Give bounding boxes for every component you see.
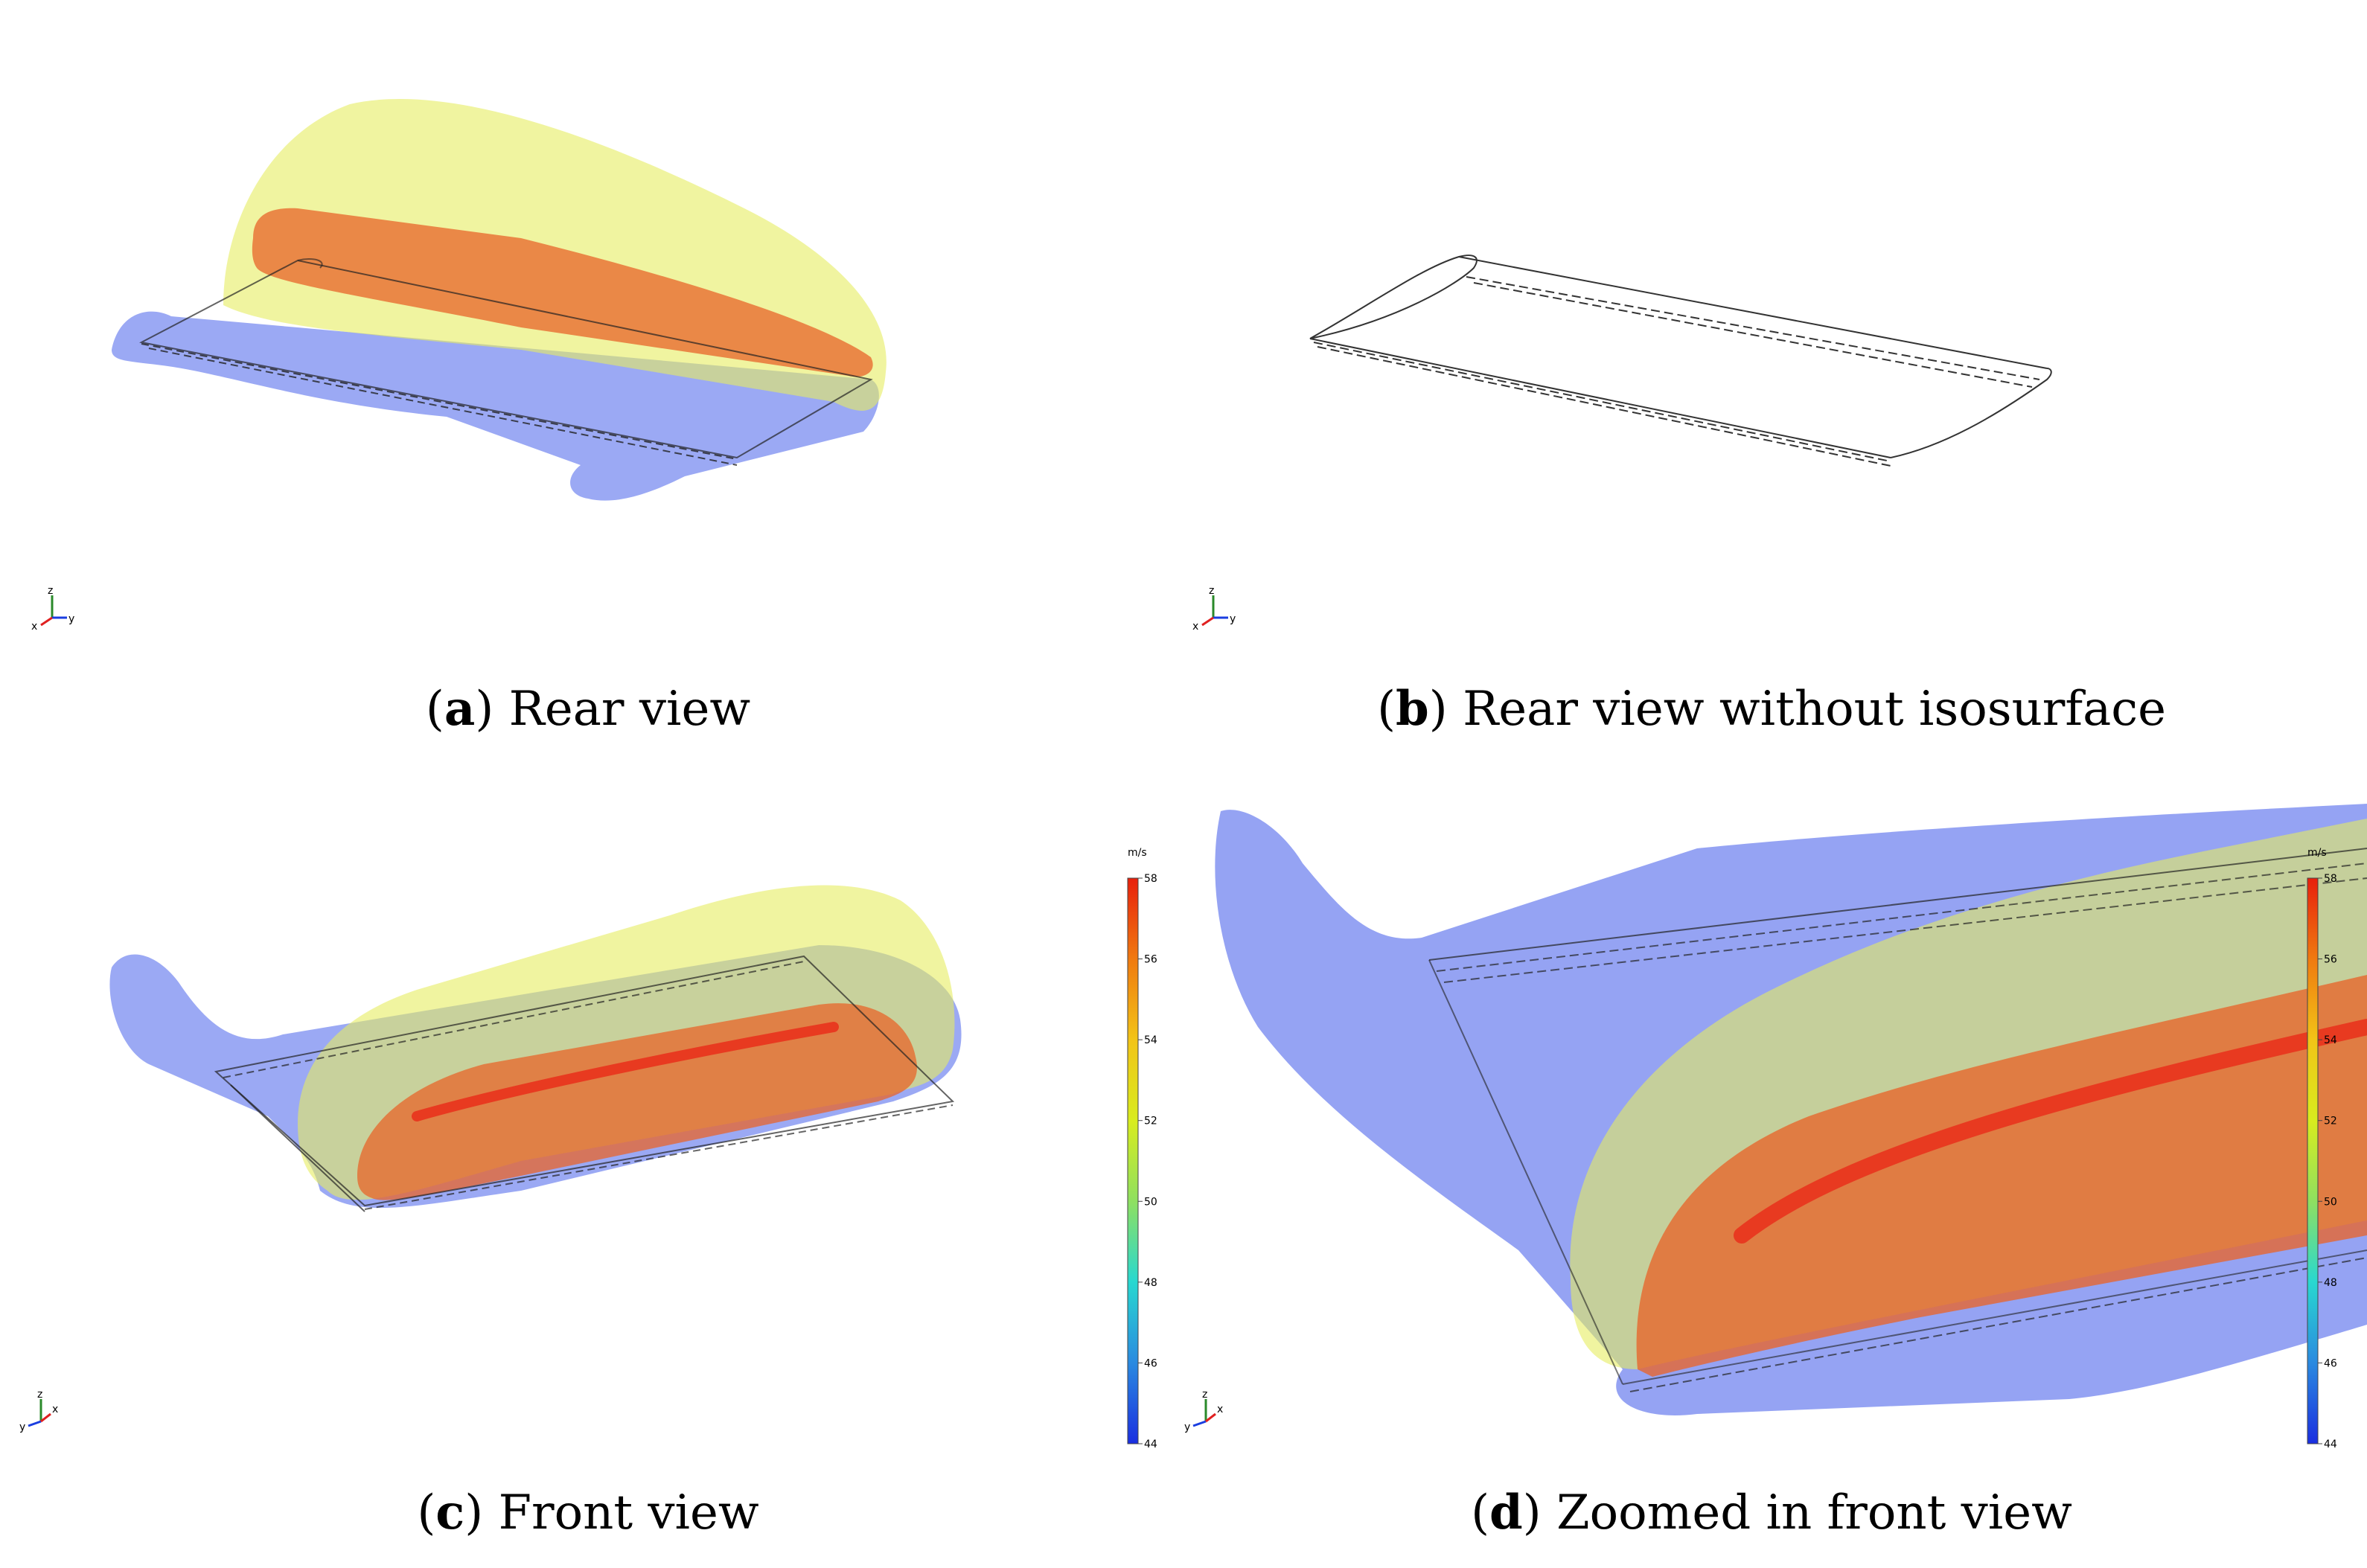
colorbar-tick-label: 44 xyxy=(1144,1439,1157,1450)
triad-x-label: x xyxy=(31,621,37,633)
colorbar-tick-label: 54 xyxy=(2324,1034,2337,1046)
panel-d-zoomed-front-view: m/s 58 56 54 52 50 48 46 44 z y x xyxy=(1184,804,2367,1450)
isosurface-low-velocity xyxy=(112,311,879,501)
colorbar-gradient xyxy=(1127,877,1139,1444)
colorbar-gradient xyxy=(2307,877,2319,1444)
caption-c: (c) Front view xyxy=(417,1485,759,1540)
axis-triad: z y x xyxy=(31,585,74,633)
triad-x-label: x xyxy=(1192,621,1198,633)
triad-y-label: y xyxy=(1230,613,1236,625)
isosurface-high-velocity xyxy=(357,1003,917,1200)
high-velocity-streak xyxy=(412,1022,839,1121)
caption-c-text: Front view xyxy=(498,1485,759,1540)
caption-c-letter: c xyxy=(435,1485,465,1540)
caption-d-letter: d xyxy=(1489,1485,1523,1540)
triad-y-label: y xyxy=(19,1421,25,1433)
colorbar-tick-label: 48 xyxy=(1144,1277,1157,1289)
colorbar-tick-label: 56 xyxy=(2324,954,2337,966)
caption-b-text: Rear view without isosurface xyxy=(1463,682,2166,737)
colorbar-overlay: m/s 58 56 54 52 50 48 46 44 xyxy=(2307,847,2337,1450)
colorbar-tick-label: 44 xyxy=(2324,1439,2337,1450)
high-velocity-streak xyxy=(1734,1019,2367,1244)
caption-a: (a) Rear view xyxy=(425,681,751,737)
caption-a-letter: a xyxy=(444,681,476,737)
caption-a-text: Rear view xyxy=(508,682,751,737)
colorbar-tick-label: 58 xyxy=(1144,873,1157,885)
caption-b-letter: b xyxy=(1396,681,1429,737)
triad-z-label: z xyxy=(48,585,53,597)
colorbar-tick-label: 56 xyxy=(1144,954,1157,966)
wing-wireframe xyxy=(1309,255,2052,467)
triad-z-label: z xyxy=(1209,585,1214,597)
colorbar: m/s 58 56 54 52 50 48 46 44 xyxy=(1127,847,1157,1450)
axis-triad: z y x xyxy=(1184,1389,1223,1433)
colorbar-tick-label: 50 xyxy=(1144,1196,1157,1208)
colorbar-tick-label: 58 xyxy=(2324,873,2337,885)
triad-x-label: x xyxy=(52,1404,58,1415)
colorbar-tick-label: 54 xyxy=(1144,1034,1157,1046)
colorbar-unit: m/s xyxy=(2307,847,2327,859)
panel-c-front-view: z y x xyxy=(19,885,962,1433)
triad-z-label: z xyxy=(1202,1389,1207,1401)
colorbar-unit: m/s xyxy=(1128,847,1147,859)
panel-a-rear-view: z y x xyxy=(31,98,887,633)
wing-wireframe xyxy=(1428,848,2367,1392)
axis-triad: z y x xyxy=(1192,585,1236,633)
wing-wireframe xyxy=(139,258,873,466)
panel-c-colorbar-holder: m/s 58 56 54 52 50 48 46 44 xyxy=(1127,847,1157,1450)
colorbar-tick-label: 50 xyxy=(2324,1196,2337,1208)
colorbar-tick-label: 48 xyxy=(2324,1277,2337,1289)
caption-d: (d) Zoomed in front view xyxy=(1471,1485,2072,1540)
triad-x-label: x xyxy=(1217,1404,1223,1415)
caption-d-text: Zoomed in front view xyxy=(1556,1485,2072,1540)
colorbar-tick-label: 46 xyxy=(2324,1357,2337,1369)
triad-z-label: z xyxy=(37,1389,42,1401)
colorbar-tick-label: 52 xyxy=(2324,1116,2337,1127)
isosurface-high-velocity xyxy=(252,208,873,377)
triad-y-label: y xyxy=(68,613,74,625)
colorbar-tick-label: 46 xyxy=(1144,1357,1157,1369)
axis-triad: z y x xyxy=(19,1389,58,1433)
colorbar-tick-label: 52 xyxy=(1144,1116,1157,1127)
wing-wireframe xyxy=(214,955,955,1212)
triad-y-label: y xyxy=(1184,1421,1190,1433)
caption-b: (b) Rear view without isosurface xyxy=(1377,681,2166,737)
